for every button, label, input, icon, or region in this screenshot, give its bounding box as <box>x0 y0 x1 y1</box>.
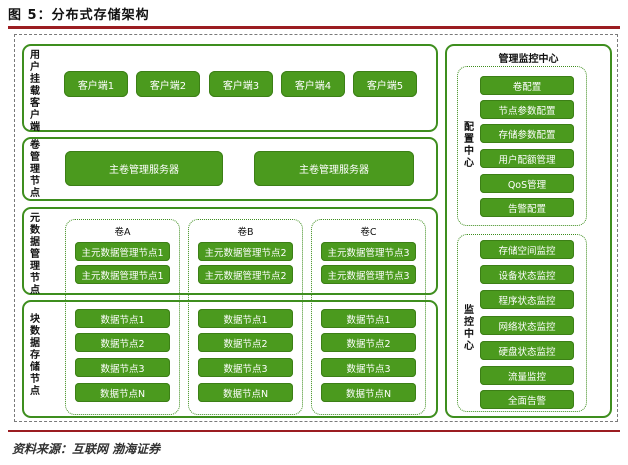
config-alarm[interactable]: 告警配置 <box>480 198 574 217</box>
monitoring-center-label: 监控中心 <box>464 305 474 352</box>
client-row-label: 用户挂载客户端 <box>30 50 40 133</box>
meta-node-b-1[interactable]: 主元数据管理节点2 <box>198 242 293 261</box>
volume-b-group: 卷B <box>188 219 303 415</box>
config-center-group <box>457 66 587 226</box>
figure-title: 图 5：分布式存储架构 <box>8 8 150 23</box>
metadata-row-label: 元数据管理节点 <box>30 213 40 296</box>
data-node-b-2[interactable]: 数据节点2 <box>198 333 293 352</box>
data-node-b-1[interactable]: 数据节点1 <box>198 309 293 328</box>
data-node-c-2[interactable]: 数据节点2 <box>321 333 416 352</box>
monitor-center-title: 管理监控中心 <box>498 54 559 65</box>
data-node-a-n[interactable]: 数据节点N <box>75 383 170 402</box>
monitor-device-status[interactable]: 设备状态监控 <box>480 265 574 284</box>
config-center-label: 配置中心 <box>464 122 474 169</box>
monitor-traffic[interactable]: 流量监控 <box>480 366 574 385</box>
meta-node-a-1[interactable]: 主元数据管理节点1 <box>75 242 170 261</box>
source-note: 资料来源：互联网 渤海证券 <box>12 442 161 456</box>
config-user-quota[interactable]: 用户配额管理 <box>480 149 574 168</box>
volume-server-2[interactable]: 主卷管理服务器 <box>254 151 414 186</box>
volume-b-label: 卷B <box>237 227 254 238</box>
meta-node-b-2[interactable]: 主元数据管理节点2 <box>198 265 293 284</box>
config-node-params[interactable]: 节点参数配置 <box>480 100 574 119</box>
data-node-a-2[interactable]: 数据节点2 <box>75 333 170 352</box>
monitor-disk-status[interactable]: 硬盘状态监控 <box>480 341 574 360</box>
client-node-4[interactable]: 客户端4 <box>281 71 345 97</box>
top-rule <box>8 26 620 29</box>
bottom-rule <box>8 430 620 432</box>
volume-c-group: 卷C <box>311 219 426 415</box>
monitor-storage-space[interactable]: 存储空间监控 <box>480 240 574 259</box>
volume-server-1[interactable]: 主卷管理服务器 <box>65 151 223 186</box>
monitor-program-status[interactable]: 程序状态监控 <box>480 290 574 309</box>
volume-a-group: 卷A <box>65 219 180 415</box>
volume-c-label: 卷C <box>360 227 377 238</box>
data-node-b-n[interactable]: 数据节点N <box>198 383 293 402</box>
config-volume[interactable]: 卷配置 <box>480 76 574 95</box>
architecture-frame <box>14 34 618 422</box>
meta-node-c-1[interactable]: 主元数据管理节点3 <box>321 242 416 261</box>
client-node-1[interactable]: 客户端1 <box>64 71 128 97</box>
data-node-c-n[interactable]: 数据节点N <box>321 383 416 402</box>
monitor-network-status[interactable]: 网络状态监控 <box>480 316 574 335</box>
data-node-a-1[interactable]: 数据节点1 <box>75 309 170 328</box>
data-node-c-3[interactable]: 数据节点3 <box>321 358 416 377</box>
config-qos[interactable]: QoS管理 <box>480 174 574 193</box>
data-node-a-3[interactable]: 数据节点3 <box>75 358 170 377</box>
volume-a-label: 卷A <box>114 227 131 238</box>
storage-row-label: 块数据存储节点 <box>30 314 40 397</box>
client-node-2[interactable]: 客户端2 <box>136 71 200 97</box>
monitor-full-alarm[interactable]: 全面告警 <box>480 390 574 409</box>
monitoring-center-group <box>457 234 587 412</box>
meta-node-a-2[interactable]: 主元数据管理节点1 <box>75 265 170 284</box>
client-node-3[interactable]: 客户端3 <box>209 71 273 97</box>
data-node-c-1[interactable]: 数据节点1 <box>321 309 416 328</box>
client-node-5[interactable]: 客户端5 <box>353 71 417 97</box>
config-storage-params[interactable]: 存储参数配置 <box>480 124 574 143</box>
data-node-b-3[interactable]: 数据节点3 <box>198 358 293 377</box>
volume-mgmt-row-label: 卷管理节点 <box>30 140 40 199</box>
meta-node-c-2[interactable]: 主元数据管理节点3 <box>321 265 416 284</box>
